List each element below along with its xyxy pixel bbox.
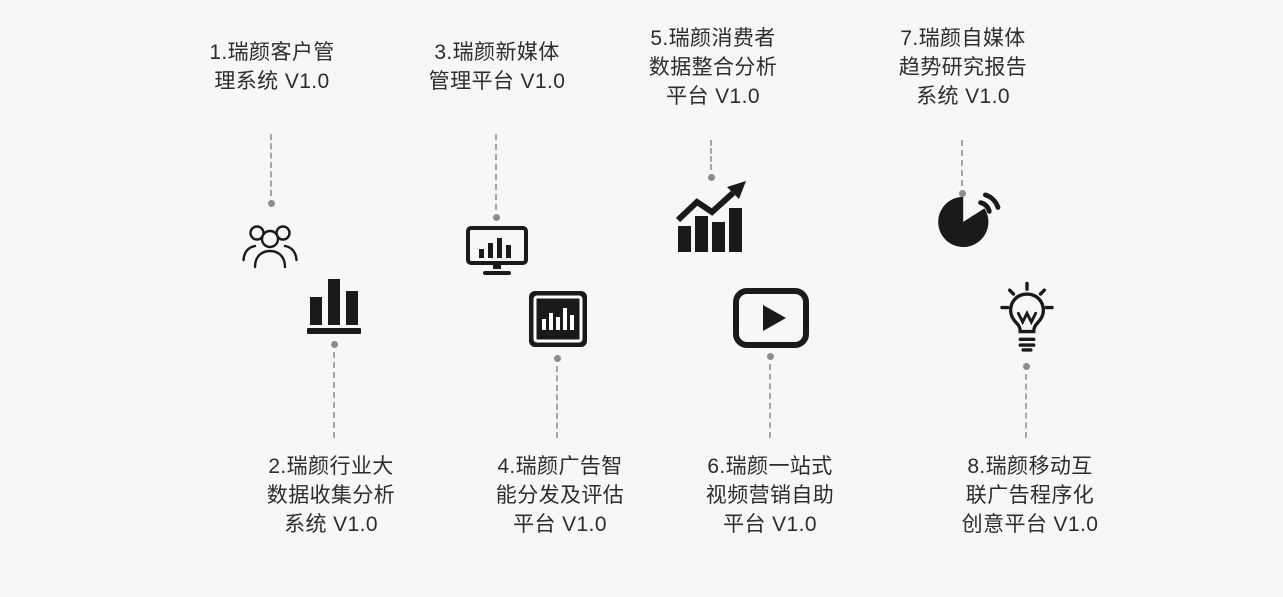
connector-top-2 [493,134,500,221]
pie-chart-signal-icon [936,192,1002,248]
growth-chart-arrow-icon [676,180,748,252]
connector-bottom-2 [554,355,561,438]
product-label-1: 1.瑞颜客户管 理系统 V1.0 [209,41,335,93]
connector-dot [767,353,774,360]
connector-dot [493,214,500,221]
product-label-4: 4.瑞颜广告智 能分发及评估 平台 V1.0 [495,455,625,536]
connector-dot [708,174,715,181]
connector-top-3 [708,140,715,181]
connector-dot [554,355,561,362]
framed-bar-chart-icon [529,291,587,347]
video-play-icon [733,288,809,348]
product-label-2: 2.瑞颜行业大 数据收集分析 系统 V1.0 [266,455,396,536]
connector-top-1 [268,134,275,207]
lightbulb-idea-icon [1000,280,1054,362]
connector-bottom-3 [767,353,774,438]
product-label-6: 6.瑞颜一站式 视频营销自助 平台 V1.0 [705,455,835,536]
bar-chart-icon [307,272,361,334]
monitor-bar-chart-icon [466,226,528,276]
product-label-8: 8.瑞颜移动互 联广告程序化 创意平台 V1.0 [961,455,1099,536]
connector-dot [1023,363,1030,370]
connector-dot [959,190,966,197]
connector-top-4 [959,140,966,197]
connector-bottom-4 [1023,363,1030,438]
product-label-7: 7.瑞颜自媒体 趋势研究报告 系统 V1.0 [898,27,1028,108]
users-icon [241,220,299,270]
connector-dot [268,200,275,207]
connector-bottom-1 [331,341,338,438]
product-label-3: 3.瑞颜新媒体 管理平台 V1.0 [428,41,566,93]
product-label-5: 5.瑞颜消费者 数据整合分析 平台 V1.0 [648,27,778,108]
connector-dot [331,341,338,348]
